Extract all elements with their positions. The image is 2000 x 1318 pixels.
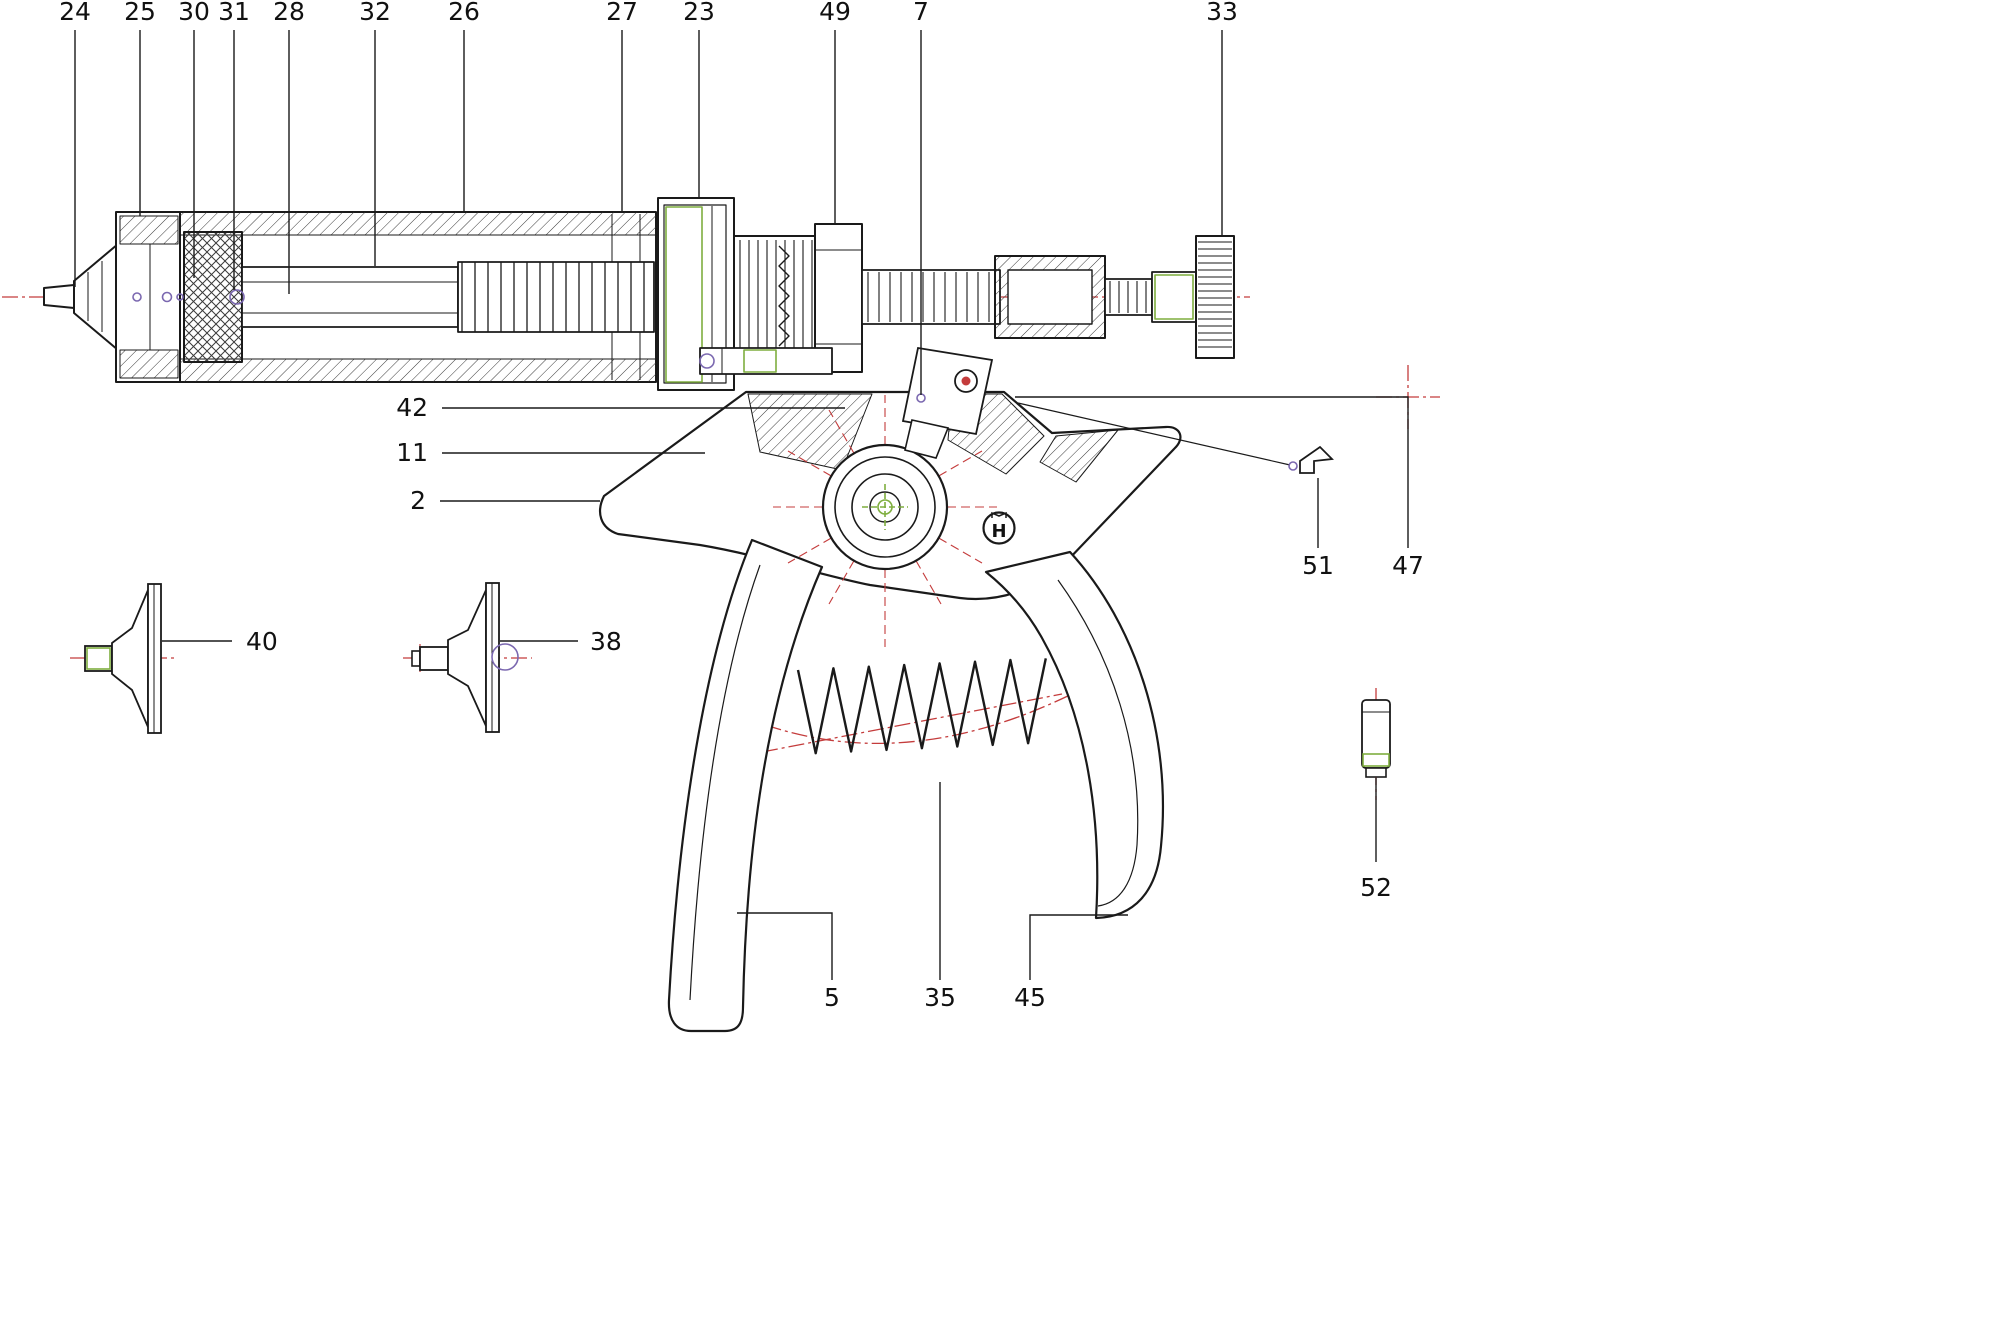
- ref-dot: [229, 289, 245, 305]
- callout-40: 40: [246, 627, 278, 656]
- handle-spring: [796, 658, 1047, 755]
- adjusting-nut-bore: [1007, 269, 1093, 325]
- ref-dot: [161, 291, 173, 303]
- sear-latch: [901, 346, 994, 459]
- callout-2: 2: [410, 486, 426, 515]
- part-40-plunger-disc: [84, 583, 162, 734]
- knob-knurling: [1198, 241, 1232, 348]
- collar-green-seal: [665, 206, 703, 383]
- clip-body: [1299, 445, 1334, 474]
- callout-42: 42: [396, 393, 428, 422]
- sear-plate: [901, 346, 994, 436]
- callout-30: 30: [178, 0, 210, 26]
- pivot-ratchet: H: [773, 395, 1016, 647]
- callout-23: 23: [683, 0, 715, 26]
- bellows-ribs: [461, 262, 645, 332]
- ref-dot: [132, 292, 142, 302]
- pawl-green-seal: [743, 349, 777, 373]
- rear-arm-inner-line: [1057, 579, 1139, 907]
- part38-cone: [447, 589, 487, 727]
- threaded-rod: [861, 269, 1001, 325]
- part38-tip: [411, 650, 421, 667]
- barrel-wall-bottom: [179, 358, 657, 383]
- logo-crown-icon: [991, 511, 1007, 518]
- barrel-cap-hatch-bottom: [119, 349, 179, 379]
- callout-labels: 24 25 30 31 28 32 26 27 23 49 7 33 42 11…: [59, 0, 1424, 1012]
- bellows-section: [457, 261, 655, 333]
- callout-31: 31: [218, 0, 250, 26]
- sear-pin-center: [961, 376, 971, 386]
- latch-piece: [904, 419, 950, 459]
- callout-11: 11: [396, 438, 428, 467]
- barrel-cap-hatch-top: [119, 215, 179, 245]
- ref-dot: [1288, 461, 1298, 471]
- part40-green-seal: [86, 647, 111, 670]
- nozzle-tip: [43, 284, 75, 309]
- pivot-circle: [851, 473, 919, 541]
- rod-right-threads: [1109, 281, 1147, 313]
- part40-cone: [111, 589, 149, 728]
- part52-foot: [1365, 767, 1387, 778]
- nozzle-cone: [73, 243, 119, 351]
- logo-letter: H: [991, 521, 1006, 542]
- callout-7: 7: [913, 0, 929, 26]
- ratchet-housing: [733, 235, 816, 359]
- collar-inner: [663, 204, 727, 384]
- callout-32: 32: [359, 0, 391, 26]
- knob-green-seal: [1154, 274, 1194, 320]
- callout-28: 28: [273, 0, 305, 26]
- part52-green-seal: [1362, 753, 1390, 767]
- ref-dot: [699, 353, 715, 369]
- leader-5: [737, 912, 833, 980]
- part-52-pin: [1361, 699, 1391, 778]
- manufacturer-logo-icon: [982, 511, 1016, 545]
- clip-link-line: [1017, 402, 1291, 466]
- leader-45: [1029, 914, 1128, 980]
- barrel-assembly: [43, 197, 1235, 391]
- callout-38: 38: [590, 627, 622, 656]
- part-51-clip: [1017, 402, 1334, 474]
- leader-47: [1015, 396, 1409, 548]
- part38-stem: [419, 646, 449, 671]
- callout-24: 24: [59, 0, 91, 26]
- barrel-wall-top: [179, 211, 657, 236]
- front-handle-arm: [667, 538, 824, 1033]
- ref-dot: [176, 293, 184, 301]
- spring-axis-centerline: [761, 693, 1063, 753]
- callout-45: 45: [1014, 983, 1046, 1012]
- part-38-plunger-disc: [411, 582, 519, 733]
- callout-27: 27: [606, 0, 638, 26]
- front-arm-inner-line: [689, 564, 761, 1001]
- callout-5: 5: [824, 983, 840, 1012]
- knob-neck: [1151, 271, 1197, 323]
- frame-hatch-rear: [1039, 429, 1119, 483]
- part40-stem: [84, 645, 113, 672]
- pivot-circle: [834, 456, 936, 558]
- callout-26: 26: [448, 0, 480, 26]
- callout-47: 47: [1392, 551, 1424, 580]
- rear-grip-arm: [984, 550, 1165, 920]
- leader-lines: [74, 30, 1409, 980]
- rod-threads: [867, 272, 990, 322]
- callout-25: 25: [124, 0, 156, 26]
- pawl-rod: [699, 347, 833, 375]
- part38-purple-ring: [491, 643, 519, 671]
- callout-33: 33: [1206, 0, 1238, 26]
- callout-51: 51: [1302, 551, 1334, 580]
- part52-body: [1361, 699, 1391, 769]
- callout-49: 49: [819, 0, 851, 26]
- plunger-rod: [241, 266, 459, 328]
- callout-52: 52: [1360, 873, 1392, 902]
- star-wheel-teeth: [778, 245, 790, 347]
- callout-35: 35: [924, 983, 956, 1012]
- spring-coil: [796, 658, 1047, 755]
